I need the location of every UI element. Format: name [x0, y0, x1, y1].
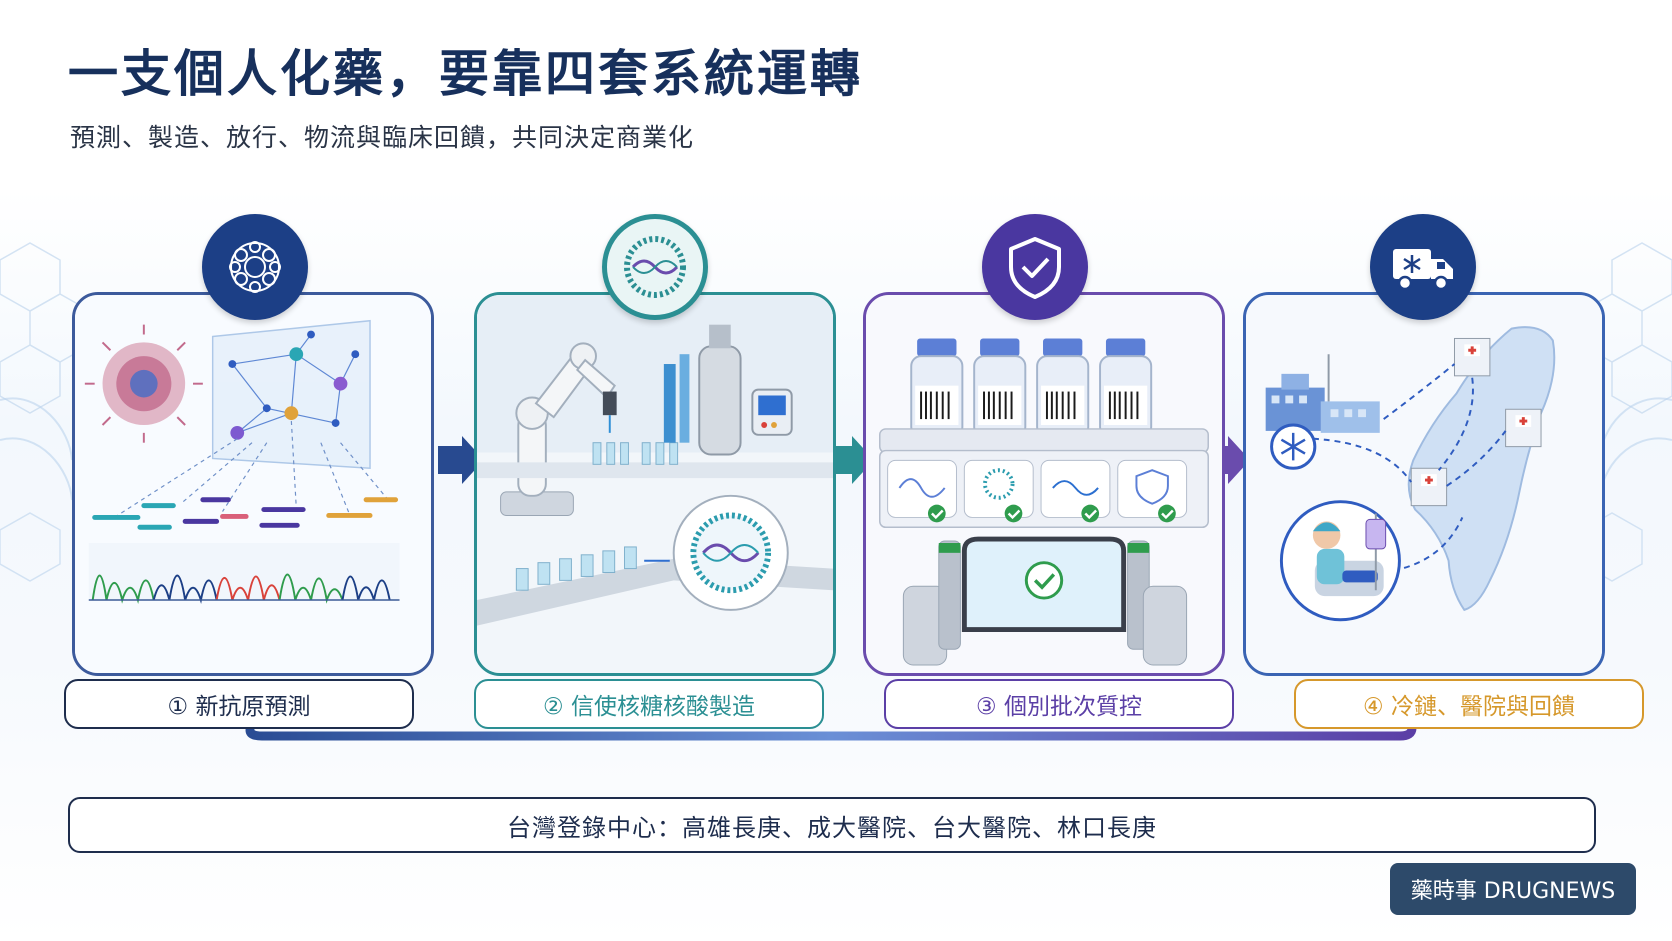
step-1-card [72, 292, 434, 676]
step-3-card [863, 292, 1225, 676]
step-3-label: ③ 個別批次質控 [884, 679, 1234, 729]
step-2-label: ② 信使核糖核酸製造 [474, 679, 824, 729]
network-panel [211, 319, 371, 470]
step-2-card [474, 292, 836, 676]
mrna-manufacturing-illustration [477, 295, 833, 673]
brand-logo: 藥時事 DRUGNEWS [1390, 863, 1636, 915]
bioreactor-icon [663, 324, 793, 456]
step-4-label: ④ 冷鏈、醫院與回饋 [1294, 679, 1644, 729]
step-4-card [1243, 292, 1605, 676]
page-subtitle: 預測、製造、放行、物流與臨床回饋，共同決定商業化 [70, 123, 695, 152]
tumor-cell-icon [84, 324, 203, 443]
page-title: 一支個人化藥，要靠四套系統運轉 [68, 45, 863, 103]
robot-arm-icon [500, 342, 617, 516]
refrigerated-truck-icon [1370, 214, 1476, 320]
step-1-label: ① 新抗原預測 [64, 679, 414, 729]
registry-text: 台灣登錄中心：高雄長庚、成大醫院、台大醫院、林口長庚 [507, 813, 1157, 842]
lipid-nanoparticle-zoom [672, 494, 789, 611]
cell-cluster-icon [202, 214, 308, 320]
test-tube-rack [592, 442, 679, 465]
release-gate [902, 536, 1188, 666]
neoantigen-illustration [75, 295, 431, 673]
bottom-connector-line [245, 723, 1417, 741]
hospital-icons [1410, 337, 1542, 507]
registry-footer: 台灣登錄中心：高雄長庚、成大醫院、台大醫院、林口長庚 [68, 797, 1596, 853]
lipid-nanoparticle-icon [602, 214, 708, 320]
cold-chain-map-illustration [1246, 295, 1602, 673]
taiwan-map [1407, 326, 1556, 612]
sequencing-chromatogram [88, 543, 400, 604]
patient-infusion-icon [1279, 500, 1401, 622]
qc-test-panels [887, 459, 1188, 523]
snowflake-icon [1270, 423, 1317, 470]
shield-check-icon [982, 214, 1088, 320]
quality-control-illustration [866, 295, 1222, 673]
